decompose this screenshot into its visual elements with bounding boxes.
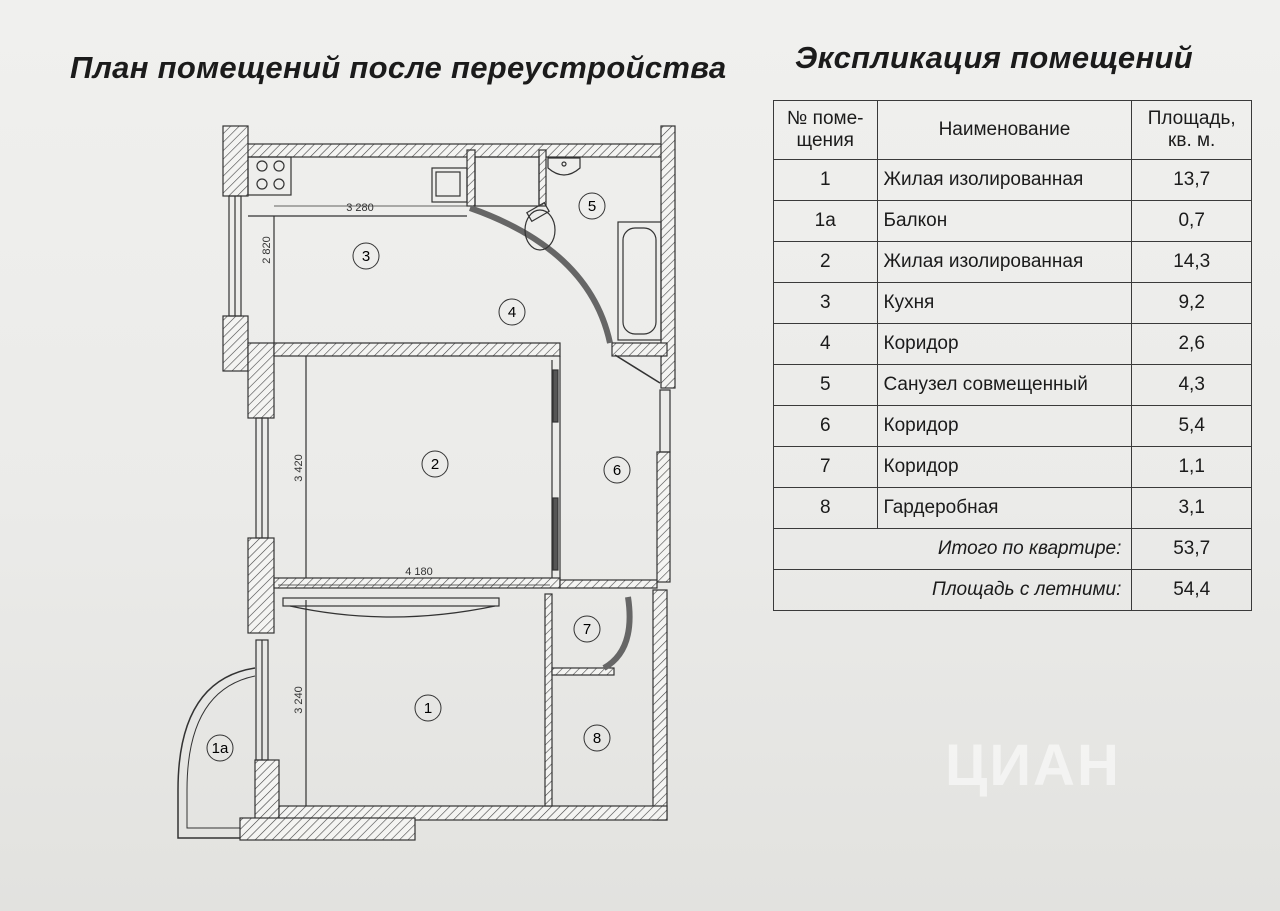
header-name: Наименование	[876, 100, 1133, 160]
explication-table: № поме-щения Наименование Площадь,кв. м.…	[772, 100, 1252, 611]
dimension-labels: 3 280 4 180 2 820 3 420 3 240	[261, 202, 433, 714]
svg-text:3: 3	[362, 248, 370, 265]
plan-lines	[177, 156, 671, 839]
wall-6-7	[559, 579, 658, 589]
stove	[247, 156, 292, 196]
wall-1-8	[544, 593, 553, 807]
watermark: ЦИАН	[945, 733, 1121, 798]
room-3-label: 3	[352, 242, 380, 270]
room-5-label: 5	[578, 192, 606, 220]
svg-text:2: 2	[431, 456, 439, 473]
total-summer-row: Площадь с летними:54,4	[772, 569, 1252, 611]
wall-left-mid1	[222, 315, 249, 372]
walls	[222, 125, 676, 841]
room-6-label: 6	[603, 456, 631, 484]
wall-5-6	[611, 342, 668, 357]
wall-bottom-ledge	[239, 817, 416, 841]
wall-3-2	[273, 342, 561, 357]
header-area: Площадь,кв. м.	[1131, 100, 1252, 160]
table-header-row: № поме-щения Наименование Площадь,кв. м.	[773, 100, 1252, 160]
room-2-label: 2	[421, 450, 449, 478]
svg-text:7: 7	[583, 621, 591, 638]
kitchen-sink	[431, 167, 468, 203]
dim-3240: 3 240	[293, 686, 305, 714]
explication-title: Экспликация помещений	[795, 40, 1193, 75]
wall-left-bot	[254, 759, 280, 823]
wall-wc	[538, 149, 547, 207]
wall-right-mid	[656, 451, 671, 583]
svg-text:8: 8	[593, 730, 601, 747]
bathtub	[617, 221, 662, 341]
room-1a-label: 1a	[206, 734, 234, 762]
wall-left-mid2	[247, 342, 275, 419]
wall-bottom	[278, 805, 668, 821]
svg-text:6: 6	[613, 462, 621, 479]
svg-text:5: 5	[588, 198, 596, 215]
total-row: Итого по квартире:53,7	[772, 528, 1252, 570]
plan-title: План помещений после переустройства	[70, 50, 727, 85]
room-1-label: 1	[414, 694, 442, 722]
dim-2820: 2 820	[261, 236, 273, 264]
room-labels: 3 4 5 2 6 7 1 8 1a	[206, 192, 631, 762]
header-number: № поме-щения	[773, 100, 878, 160]
dim-3280: 3 280	[346, 202, 374, 214]
svg-text:4: 4	[508, 304, 516, 321]
wall-7-8	[551, 667, 615, 676]
dim-3420: 3 420	[293, 454, 305, 482]
svg-text:1: 1	[424, 700, 432, 717]
room-7-label: 7	[573, 615, 601, 643]
toilet	[524, 209, 556, 251]
room-4-label: 4	[498, 298, 526, 326]
wall-right-bot	[652, 589, 668, 821]
wall-left-top	[222, 125, 249, 197]
svg-text:1a: 1a	[212, 740, 229, 757]
wall-left-mid3	[247, 537, 275, 634]
wall-kitchen-bath	[466, 149, 476, 207]
floor-plan: 3 4 5 2 6 7 1 8 1a 3 280 4 180 2 820 3 4…	[177, 125, 676, 841]
dim-4180: 4 180	[405, 566, 433, 578]
room-8-label: 8	[583, 724, 611, 752]
wall-top	[241, 143, 668, 158]
wall-2-1	[273, 577, 561, 589]
